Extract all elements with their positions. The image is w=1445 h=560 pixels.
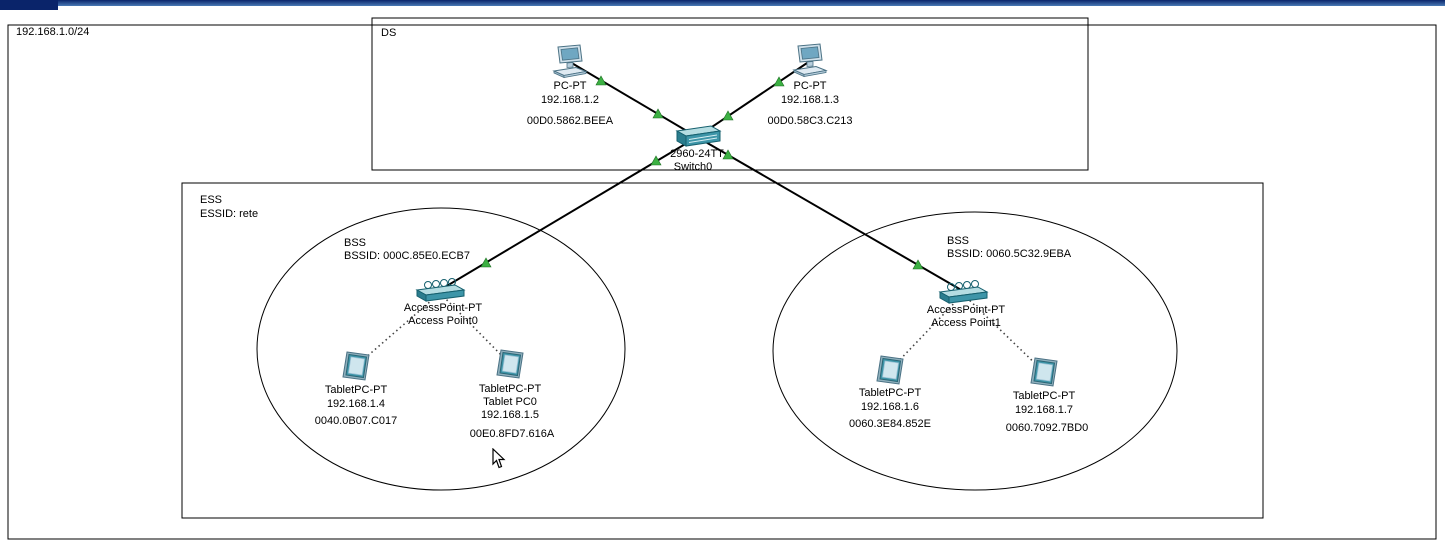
tablet-l1-model-label: TabletPC-PT (324, 384, 388, 396)
wireless-link-ap1-tablet1[interactable] (889, 293, 964, 371)
ds-label: DS (381, 27, 397, 39)
device-tablet-pc0[interactable] (492, 348, 528, 387)
tablet-r1-model-label: TabletPC-PT (858, 387, 922, 399)
switch-icon (675, 125, 722, 147)
subnet-label: 192.168.1.0/24 (16, 26, 90, 38)
pc0-model-label: PC-PT (553, 80, 587, 92)
link-switch0-ap1[interactable] (696, 136, 964, 292)
tablet-l2-mac-label: 00E0.8FD7.616A (469, 428, 555, 440)
link-up-icon (722, 110, 734, 121)
link-up-icon (773, 76, 785, 87)
tablet-r2-model-label: TabletPC-PT (1012, 390, 1076, 402)
bss1-bssid-label: BSSID: 0060.5C32.9EBA (947, 248, 1072, 260)
window-top-edge (0, 0, 1445, 6)
bss0-ellipse (256, 207, 626, 491)
essid-label: ESSID: rete (200, 208, 259, 220)
tablet-r2-mac-label: 0060.7092.7BD0 (1005, 422, 1089, 434)
device-switch0[interactable] (672, 124, 722, 155)
link-up-icon (595, 75, 607, 86)
ap0-name-label: Access Point0 (408, 315, 478, 327)
bss0-label: BSS (344, 237, 367, 249)
ds-rect (371, 17, 1089, 171)
tablet-l1-ip-label: 192.168.1.4 (326, 398, 386, 410)
pc1-mac-label: 00D0.58C3.C213 (767, 115, 853, 127)
device-access-point1[interactable] (936, 279, 990, 312)
pc-icon (792, 43, 828, 78)
mouse-cursor-icon (492, 447, 508, 475)
tablet-r1-mac-label: 0060.3E84.852E (849, 418, 931, 430)
link-up-icon (652, 108, 664, 119)
ap0-model-label: AccessPoint-PT (403, 302, 483, 314)
tablet-l2-model-label: TabletPC-PT (478, 383, 542, 395)
device-pc1[interactable] (791, 43, 829, 84)
tablet-l1-mac-label: 0040.0B07.C017 (314, 415, 398, 427)
link-up-icon (650, 155, 662, 166)
link-pc0-switch0[interactable] (569, 61, 698, 138)
tablet-r1-ip-label: 192.168.1.6 (860, 401, 920, 413)
pc1-ip-label: 192.168.1.3 (780, 94, 840, 106)
tablet-icon (876, 355, 904, 385)
tablet-icon (1030, 357, 1058, 387)
device-tablet-192-168-1-6[interactable] (872, 354, 908, 393)
device-access-point0[interactable] (413, 277, 467, 310)
link-up-icon (912, 259, 924, 270)
pc1-model-label: PC-PT (793, 80, 827, 92)
pc0-mac-label: 00D0.5862.BEEA (526, 115, 614, 127)
bss1-ellipse (772, 211, 1178, 491)
device-tablet-192-168-1-7[interactable] (1026, 356, 1062, 395)
link-up-icon (722, 149, 734, 160)
tablet-r2-ip-label: 192.168.1.7 (1014, 404, 1074, 416)
switch0-model-label: 2960-24TT (670, 148, 724, 160)
ess-label: ESS (200, 194, 223, 206)
ess-rect (181, 182, 1264, 519)
subnet-rect (7, 24, 1437, 540)
tablet-icon (342, 351, 370, 381)
ap1-name-label: Access Point1 (931, 317, 1001, 329)
bss0-bssid-label: BSSID: 000C.85E0.ECB7 (344, 250, 470, 262)
link-up-icon (480, 257, 492, 268)
ap1-model-label: AccessPoint-PT (926, 304, 1006, 316)
tablet-l2-name-label: Tablet PC0 (483, 396, 537, 408)
access-point-icon (415, 278, 466, 302)
device-pc0[interactable] (551, 44, 589, 85)
access-point-icon (938, 280, 989, 304)
pc-icon (552, 44, 588, 79)
bss1-label: BSS (947, 235, 970, 247)
switch0-name-label: Switch0 (673, 161, 713, 173)
device-tablet-192-168-1-4[interactable] (338, 350, 374, 389)
tablet-l2-ip-label: 192.168.1.5 (480, 409, 540, 421)
window-top-left-fragment (0, 0, 58, 10)
link-pc1-switch0[interactable] (696, 60, 811, 138)
pc0-ip-label: 192.168.1.2 (540, 94, 600, 106)
tablet-icon (496, 349, 524, 379)
